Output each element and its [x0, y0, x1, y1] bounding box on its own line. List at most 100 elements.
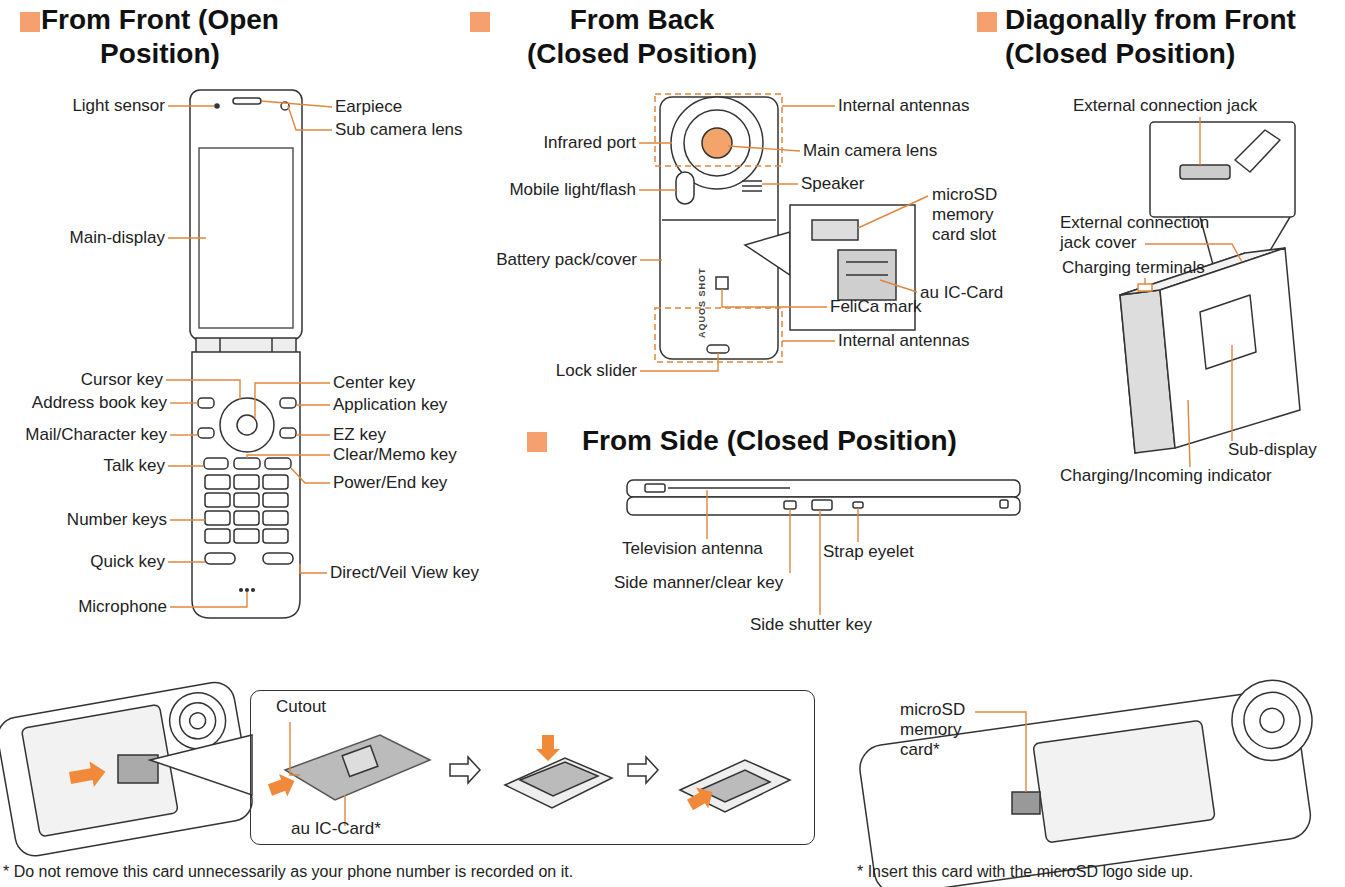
card-insertion-illustration — [150, 735, 252, 795]
section-heading: Diagonally from Front (Closed Position) — [1005, 3, 1340, 71]
leader-line — [782, 340, 835, 341]
heading-square — [977, 12, 997, 32]
front-phone — [234, 511, 259, 525]
part-label: Number keys — [67, 510, 167, 530]
microsd-insertion-illustration — [855, 675, 1328, 887]
card-insertion-illustration — [505, 758, 612, 808]
back-phone — [838, 250, 896, 300]
part-label: microSD memory card slot — [932, 185, 1017, 245]
leader-line — [168, 561, 205, 562]
part-label: Direct/Veil View key — [330, 563, 479, 583]
part-label: FeliCa mark — [830, 297, 922, 317]
part-label: EZ key — [333, 425, 386, 445]
leader-line — [857, 508, 858, 542]
front-phone — [280, 428, 296, 438]
part-label: Cutout — [276, 697, 326, 717]
back-phone — [662, 219, 776, 221]
front-phone — [252, 589, 255, 592]
front-phone — [205, 529, 230, 543]
part-label: Sub camera lens — [335, 120, 463, 140]
leader-line — [975, 712, 1026, 792]
footnote: * Do not remove this card unnecessarily … — [3, 862, 573, 882]
part-label: Sub-display — [1228, 440, 1317, 460]
microsd-insertion-illustration — [1227, 675, 1317, 765]
card-insertion-illustration — [0, 679, 255, 859]
leader-line — [296, 434, 330, 435]
card-insertion-illustration — [628, 757, 658, 783]
leader-line — [1144, 278, 1145, 284]
card-insertion-illustration — [628, 757, 658, 783]
part-label: Talk key — [104, 456, 165, 476]
front-phone — [234, 475, 259, 489]
part-label: External connection jack — [1073, 96, 1257, 116]
antenna-area — [655, 94, 782, 362]
back-phone — [846, 274, 888, 276]
card-insertion-illustration — [21, 704, 178, 837]
back-phone — [846, 261, 888, 263]
leader-line — [166, 380, 240, 400]
leader-line — [639, 189, 676, 190]
microsd-insertion-illustration — [1033, 720, 1215, 843]
microsd-insertion-illustration — [855, 675, 1328, 887]
side-phone — [627, 480, 1020, 515]
part-label: Application key — [333, 395, 447, 415]
card-insertion-illustration — [520, 762, 598, 796]
microsd-insertion-illustration — [1258, 707, 1285, 734]
section-heading: From Front (Open Position) — [40, 3, 280, 71]
card-insertion-illustration — [450, 757, 480, 783]
part-label: Side manner/clear key — [614, 573, 783, 593]
part-label: Television antenna — [622, 539, 763, 559]
part-label: External connection jack cover — [1060, 213, 1230, 253]
leader-line — [170, 519, 205, 520]
front-phone — [220, 398, 274, 452]
insert-arrow — [684, 782, 719, 816]
part-label: Mobile light/flash — [509, 180, 636, 200]
front-phone — [263, 475, 288, 489]
antenna-area — [655, 94, 782, 166]
leader-line — [170, 402, 198, 403]
back-phone — [716, 277, 728, 289]
inset-box: Cutoutau IC-Card* — [250, 690, 815, 845]
part-label: Center key — [333, 373, 415, 393]
front-phone — [263, 529, 288, 543]
back-phone — [660, 97, 778, 359]
front-phone — [263, 511, 288, 525]
diagonal-phone — [1150, 122, 1295, 217]
front-phone — [190, 90, 302, 618]
microsd-insertion-illustration — [857, 687, 1314, 887]
insert-arrow — [536, 735, 560, 761]
diagonal-phone — [1160, 248, 1300, 448]
side-phone — [853, 502, 863, 508]
front-phone — [205, 493, 230, 507]
leader-line — [300, 564, 327, 573]
part-label: microSD memory card* — [900, 700, 980, 760]
front-phone — [237, 415, 257, 435]
diagonal-phone — [1120, 122, 1300, 453]
insert-arrow — [68, 759, 108, 791]
part-label: Strap eyelet — [823, 542, 914, 562]
back-phone — [742, 190, 762, 192]
leader-line — [640, 259, 662, 260]
leader-line — [1188, 400, 1190, 467]
leader-line — [168, 237, 206, 238]
leader-line — [858, 196, 928, 228]
leader-line — [880, 280, 917, 292]
front-phone — [205, 475, 230, 489]
front-phone — [198, 398, 214, 408]
leader-line — [290, 722, 300, 775]
front-phone — [192, 352, 300, 618]
leader-line — [170, 434, 198, 435]
part-label: Side shutter key — [750, 615, 872, 635]
leader-line — [782, 105, 835, 106]
leader-line — [168, 105, 214, 106]
leader-line — [255, 383, 330, 418]
part-label: Infrared port — [543, 133, 636, 153]
front-phone — [263, 553, 293, 564]
front-phone — [246, 589, 249, 592]
insert-arrow — [684, 782, 719, 816]
card-insertion-illustration — [0, 679, 790, 859]
part-label: Main camera lens — [803, 141, 937, 161]
part-label: Speaker — [801, 174, 864, 194]
back-phone — [707, 345, 729, 353]
leader-line — [296, 404, 330, 405]
